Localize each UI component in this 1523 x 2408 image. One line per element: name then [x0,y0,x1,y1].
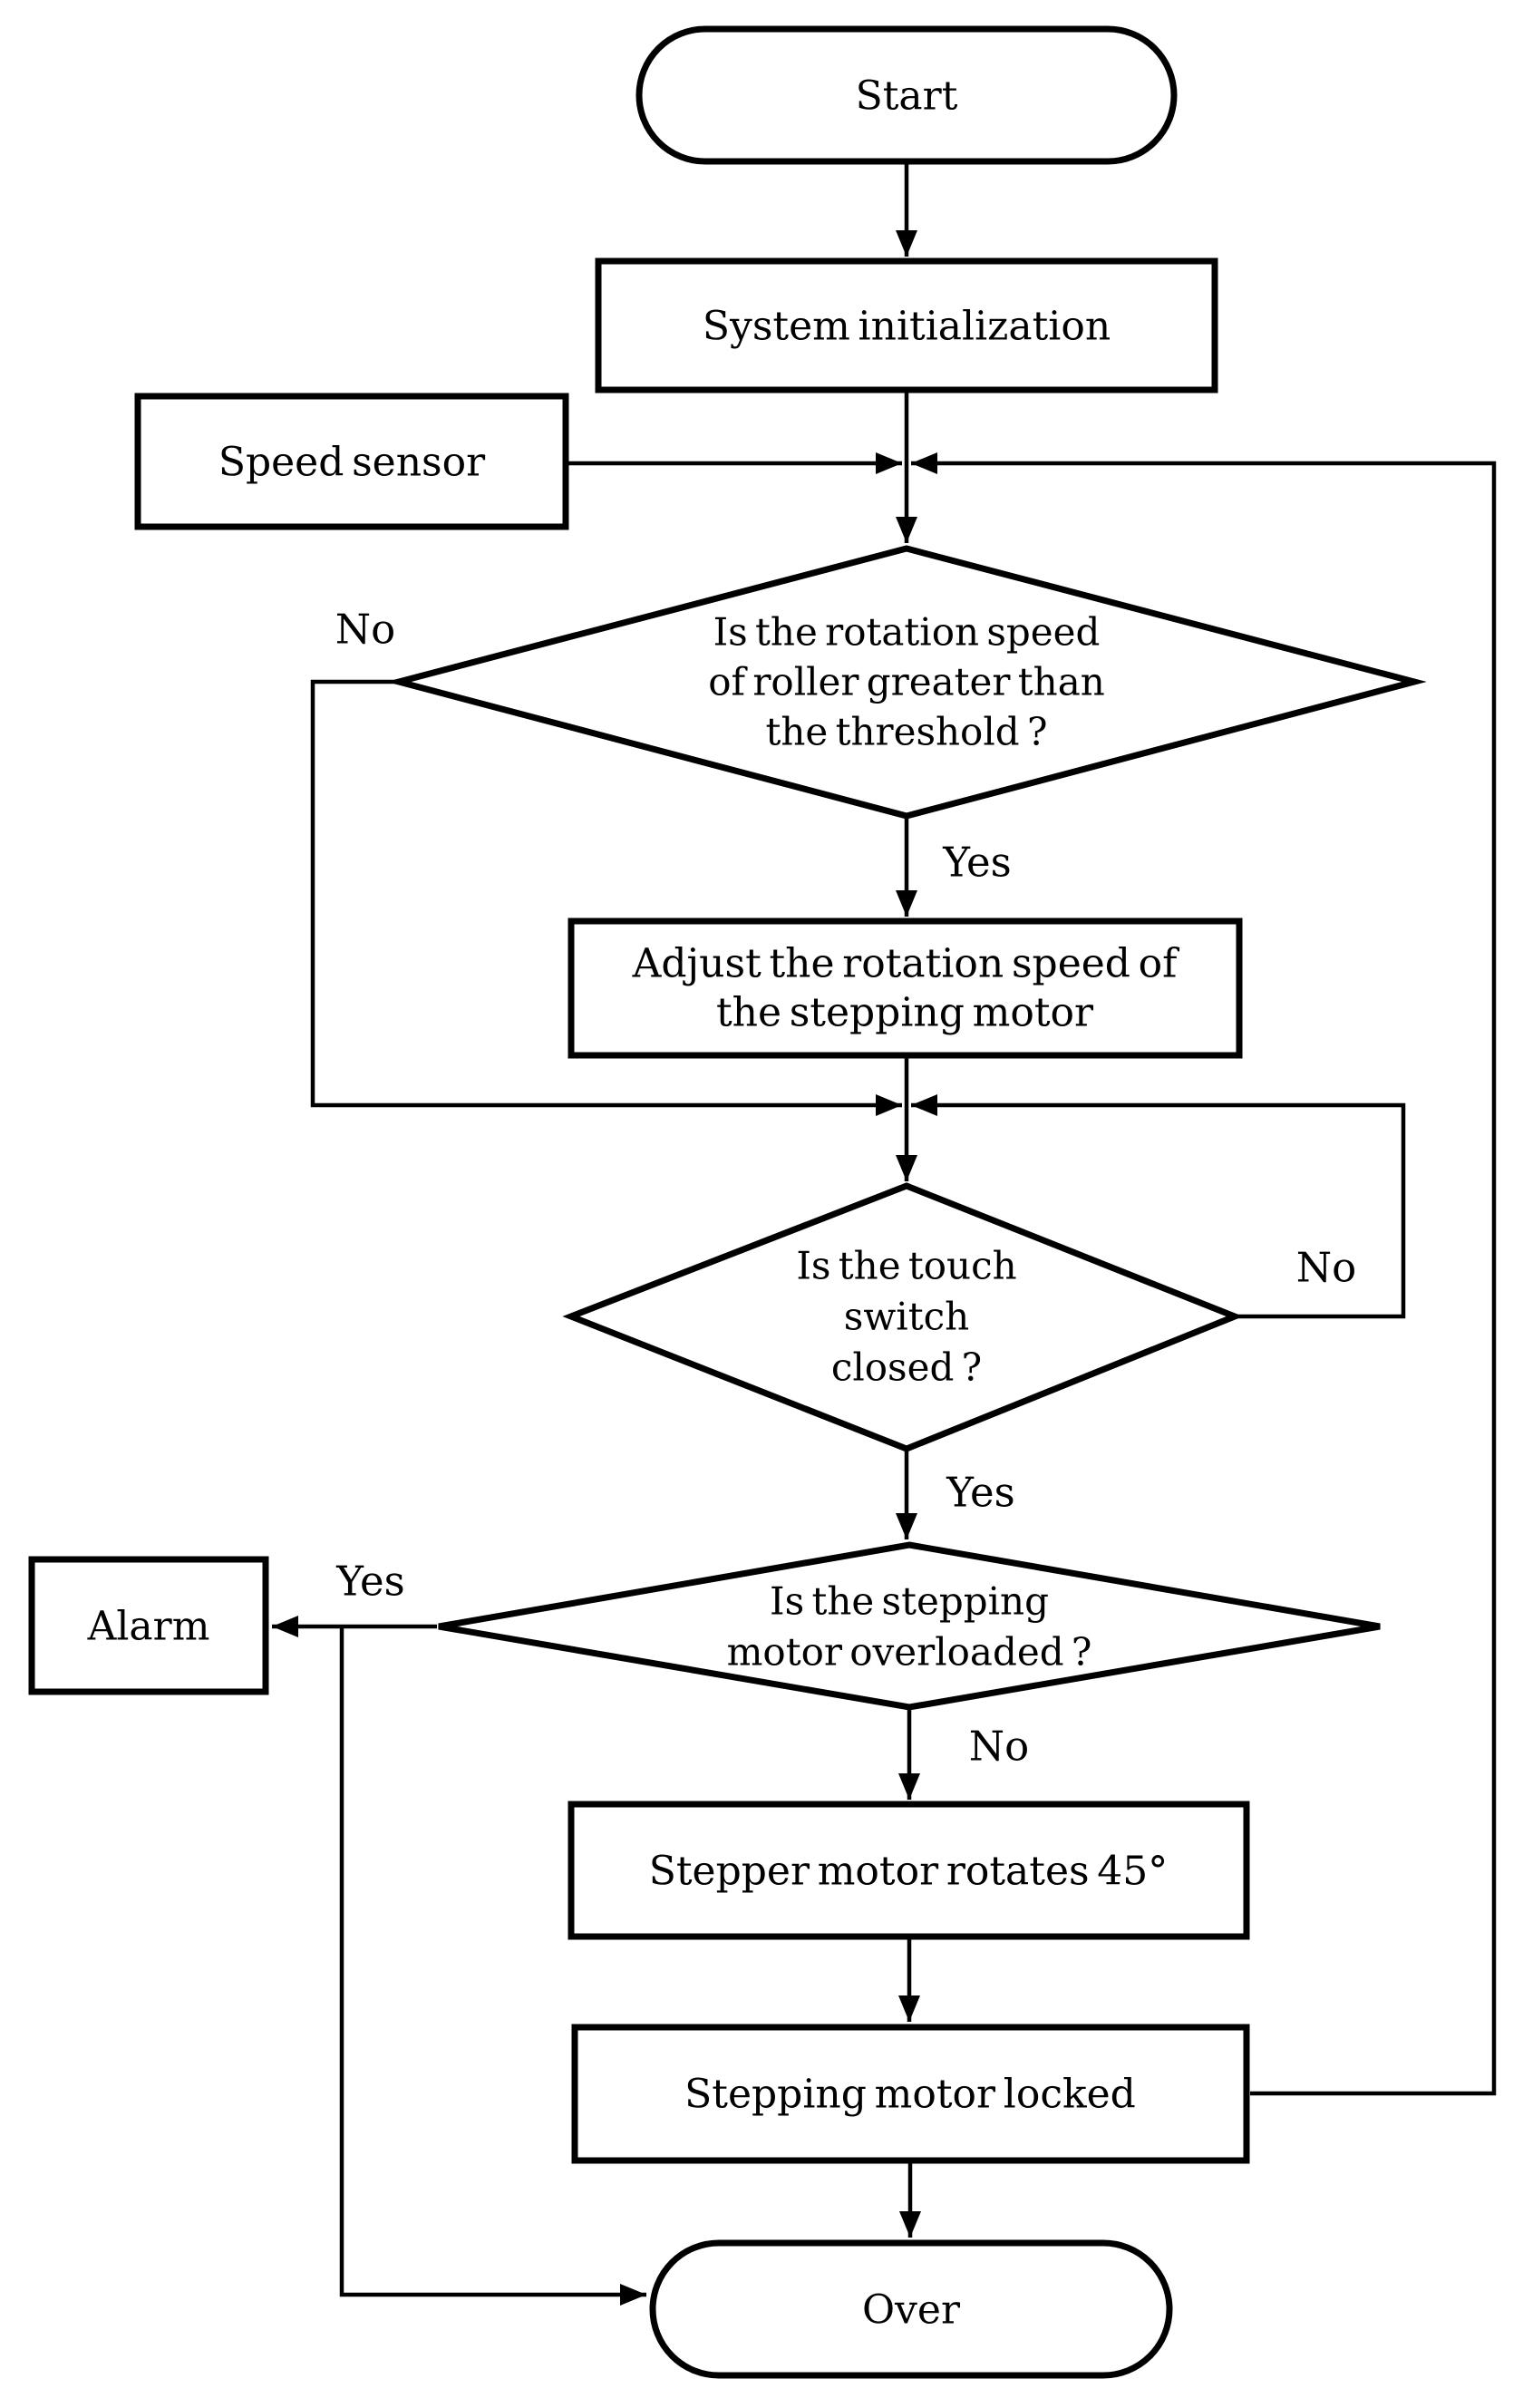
label-decision-switch-yes: Yes [946,1469,1015,1517]
node-system-initialization: System initialization [595,257,1218,393]
start-terminator-shape [635,25,1178,165]
node-start: Start [635,25,1178,165]
stepper-rotate-45-label: Stepper motor rotates 45° [649,1849,1169,1895]
label-decision-speed-no: No [335,606,395,654]
node-stepping-motor-locked: Stepping motor locked [571,2024,1250,2164]
system-initialization-shape [595,257,1218,393]
node-decision-rotation-speed: Is the rotation speed of roller greater … [386,545,1427,820]
node-adjust-speed: Adjust the rotation speed of the steppin… [567,918,1243,1059]
node-over: Over [649,2239,1173,2379]
speed-sensor-label: Speed sensor [218,440,486,486]
alarm-shape [28,1556,269,1695]
over-label: Over [862,2287,961,2334]
system-initialization-label: System initialization [703,304,1111,350]
edge-locked-feedback-loop [911,452,1497,2096]
decision-touch-switch-line3: closed ? [831,1345,982,1390]
decision-rotation-speed-line3: the threshold ? [766,710,1048,754]
adjust-speed-line1: Adjust the rotation speed of [632,941,1180,987]
decision-motor-overload-shape [438,1541,1381,1711]
edge-alarm-branch-to-over [339,1626,646,2306]
decision-rotation-speed-line1: Is the rotation speed [713,610,1101,655]
nodes: Start System initialization Speed sensor… [28,25,1427,2379]
speed-sensor-shape [134,393,569,530]
decision-touch-switch-line2: switch [844,1295,969,1339]
node-stepper-rotate-45: Stepper motor rotates 45° [567,1801,1250,1940]
edge-decision-speed-no-loop [310,679,902,1116]
edge-labels: No Yes No Yes Yes No [335,606,1356,1771]
decision-rotation-speed-shape [386,545,1427,820]
stepping-motor-locked-shape [571,2024,1250,2164]
label-decision-overload-no: No [969,1723,1029,1771]
node-decision-touch-switch: Is the touch switch closed ? [562,1182,1244,1452]
label-decision-switch-no: No [1296,1244,1356,1292]
node-decision-motor-overload: Is the stepping motor overloaded ? [438,1541,1381,1711]
node-alarm: Alarm [28,1556,269,1695]
decision-motor-overload-line2: motor overloaded ? [727,1630,1092,1675]
edge-decision-switch-no-loop [911,1094,1406,1319]
decision-touch-switch-shape [562,1182,1244,1452]
start-label: Start [856,73,958,120]
decision-touch-switch-line1: Is the touch [796,1244,1016,1288]
over-terminator-shape [649,2239,1173,2379]
stepping-motor-locked-label: Stepping motor locked [684,2072,1136,2118]
adjust-speed-shape [567,918,1243,1059]
node-speed-sensor: Speed sensor [134,393,569,530]
decision-rotation-speed-line2: of roller greater than [708,660,1105,704]
alarm-label: Alarm [87,1604,210,1650]
edges [272,162,1497,2306]
decision-motor-overload-line1: Is the stepping [770,1579,1049,1624]
label-decision-overload-yes: Yes [335,1558,405,1606]
stepper-rotate-45-shape [567,1801,1250,1940]
label-decision-speed-yes: Yes [942,839,1012,887]
adjust-speed-line2: the stepping motor [716,990,1094,1036]
